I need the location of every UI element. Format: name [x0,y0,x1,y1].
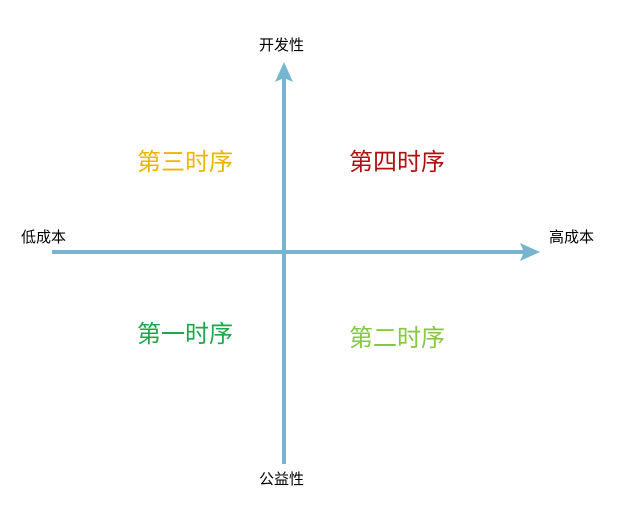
vertical-axis-arrowhead [275,62,293,82]
quadrant-label-bottom-right: 第二时序 [349,324,445,352]
horizontal-axis-arrowhead [520,243,540,261]
axis-label-right: 高成本 [549,228,595,246]
axis-label-top: 开发性 [259,36,305,54]
quadrant-label-top-left: 第三时序 [137,148,233,176]
quadrant-label-top-right: 第四时序 [349,148,445,176]
axis-label-bottom: 公益性 [259,470,305,488]
quadrant-label-bottom-left: 第一时序 [137,320,233,348]
axis-label-left: 低成本 [21,228,67,246]
